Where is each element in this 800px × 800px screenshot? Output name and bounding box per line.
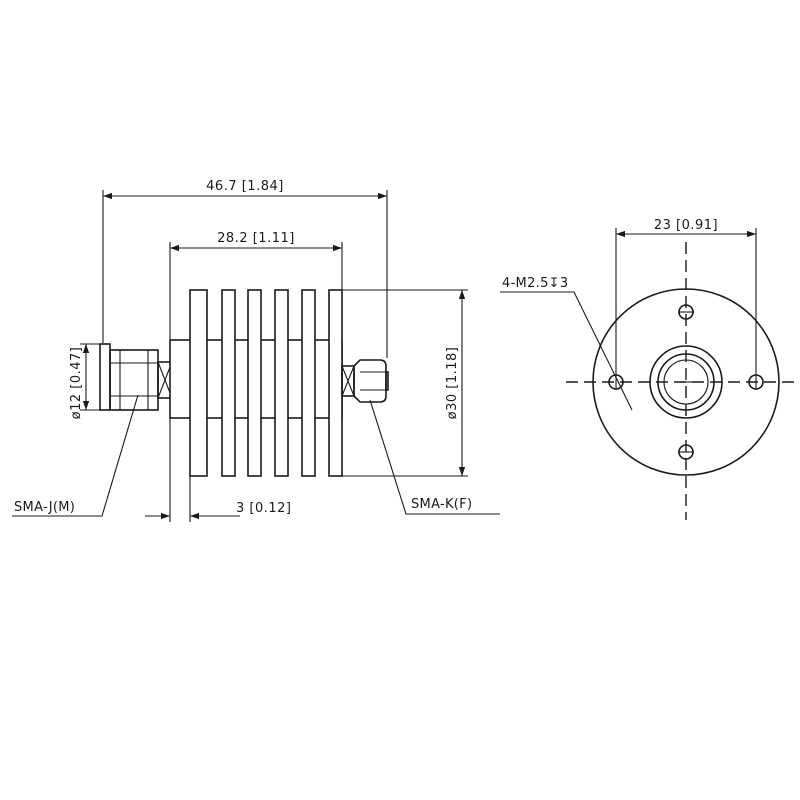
sma-k-label: SMA-K(F) — [411, 497, 472, 512]
body-diameter-dimension: ø30 [1.18] — [342, 289, 468, 477]
sma-j-callout: SMA-J(M) — [12, 394, 139, 517]
mounting-hole-callout: 4-M2.5↧3 — [500, 276, 633, 411]
sma-k-callout: SMA-K(F) — [369, 399, 500, 515]
overall-length-label: 46.7 [1.84] — [206, 179, 284, 194]
side-view: 46.7 [1.84] 28.2 [1.11] ø30 [1.18] ø12 [… — [12, 179, 500, 522]
sma-j-label: SMA-J(M) — [14, 500, 75, 515]
connector-diameter-label: ø12 [0.47] — [69, 347, 84, 420]
body-diameter-label: ø30 [1.18] — [445, 347, 460, 420]
mounting-holes — [608, 304, 764, 460]
body-length-dimension: 28.2 [1.11] — [169, 231, 343, 340]
sma-k-connector — [341, 359, 389, 403]
mounting-hole-label: 4-M2.5↧3 — [502, 276, 568, 291]
hole-spacing-dimension: 23 [0.91] — [615, 218, 757, 374]
flange-thickness-dimension: 3 [0.12] — [145, 418, 292, 522]
hole-spacing-label: 23 [0.91] — [654, 218, 718, 233]
connector-diameter-dimension: ø12 [0.47] — [69, 343, 100, 420]
overall-length-dimension: 46.7 [1.84] — [102, 179, 388, 358]
flange-thickness-label: 3 [0.12] — [236, 501, 292, 516]
body-length-label: 28.2 [1.11] — [217, 231, 295, 246]
heatsink-body — [169, 289, 343, 477]
front-view: 23 [0.91] 4-M2.5↧3 — [500, 218, 800, 520]
